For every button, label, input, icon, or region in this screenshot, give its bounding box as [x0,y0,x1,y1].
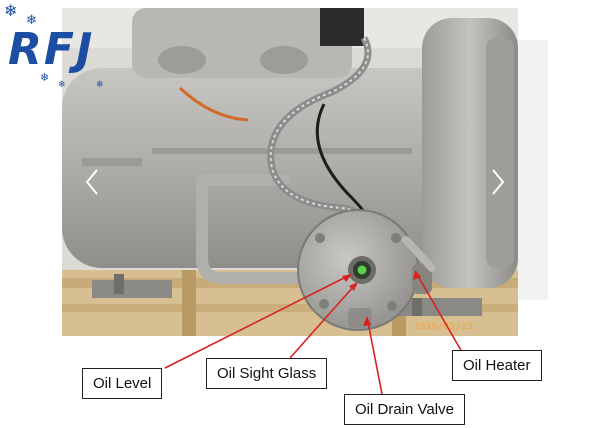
chevron-left-icon [85,169,98,195]
snowflake-icon: ❄ [40,72,50,84]
callout-oil-heater: Oil Heater [452,350,542,381]
snowflake-icon: ❄ [96,79,104,89]
chevron-right-icon [492,169,505,195]
callout-oil-level: Oil Level [82,368,163,399]
snowflake-icon: ❄ [58,79,66,89]
leader-oil-sight-glass [289,285,355,359]
callout-oil-sight-glass: Oil Sight Glass [206,358,328,389]
prev-image-button[interactable] [82,164,102,200]
logo-text: RFJ [8,24,95,75]
date-stamp: 2016/05/23 [414,322,474,332]
leader-oil-level [164,275,349,369]
product-photo [62,8,518,336]
snowflake-icon: ❄ [26,12,37,27]
callout-oil-drain-valve: Oil Drain Valve [344,394,465,425]
snowflake-icon: ❄ [4,3,18,20]
next-image-button[interactable] [488,164,508,200]
side-strip [518,40,548,300]
leader-oil-heater [417,275,463,353]
leader-oil-drain-valve [367,321,383,395]
compressor-illustration [62,8,518,336]
brand-logo: ❄ ❄ ❄ ❄ ❄ RFJ [0,0,160,90]
